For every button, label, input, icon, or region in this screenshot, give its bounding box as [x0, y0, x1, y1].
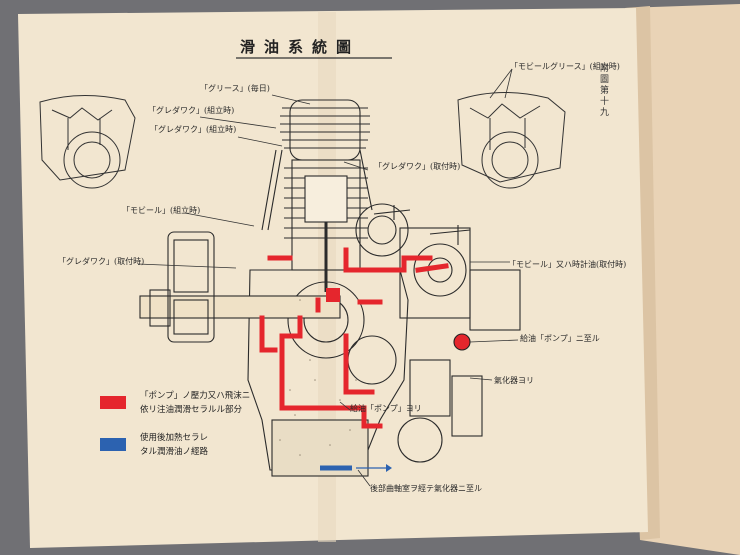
label-greddock-install-1: 「グレダワク」(取付時)	[374, 162, 461, 171]
diagram-title: 滑油系統圖	[240, 38, 361, 56]
label-greddock-install-2: 「グレダワク」(取付時)	[58, 257, 145, 266]
legend-red-text-1: 「ポンプ」ノ壓力又ハ飛沫ニ	[140, 391, 251, 401]
label-greddock-assembly-1: 「グレダワク」(組立時)	[148, 106, 235, 115]
label-greddock-assembly-2: 「グレダワク」(組立時)	[150, 125, 237, 134]
label-mobil-grease-assembly: 「モビールグリース」(組立時)	[510, 62, 620, 71]
figure-number: 附圖第十九	[600, 64, 610, 118]
label-from-carburetor: 氣化器ヨリ	[494, 376, 534, 385]
label-mobil-assembly: 「モビール」(組立時)	[122, 206, 201, 215]
legend-red-swatch	[100, 396, 126, 409]
legend-blue-text-1: 使用後加熱セラレ	[140, 433, 209, 443]
label-to-oil-pump: 給油「ポンプ」ニ至ル	[520, 334, 600, 343]
legend-blue-text-2: タル潤滑油ノ經路	[140, 447, 209, 457]
label-grease-daily: 「グリース」(毎日)	[200, 84, 270, 93]
label-from-oil-pump: 給油「ポンプ」ヨリ	[350, 404, 422, 413]
label-to-rear-crankcase: 後部曲軸室ヲ經テ氣化器ニ至ル	[370, 484, 482, 493]
label-mobil-or-meter-oil: 「モビール」又ハ時計油(取付時)	[508, 260, 627, 269]
legend-blue-swatch	[100, 438, 126, 451]
legend-red-text-2: 依リ注油潤滑セラルル部分	[140, 405, 243, 415]
